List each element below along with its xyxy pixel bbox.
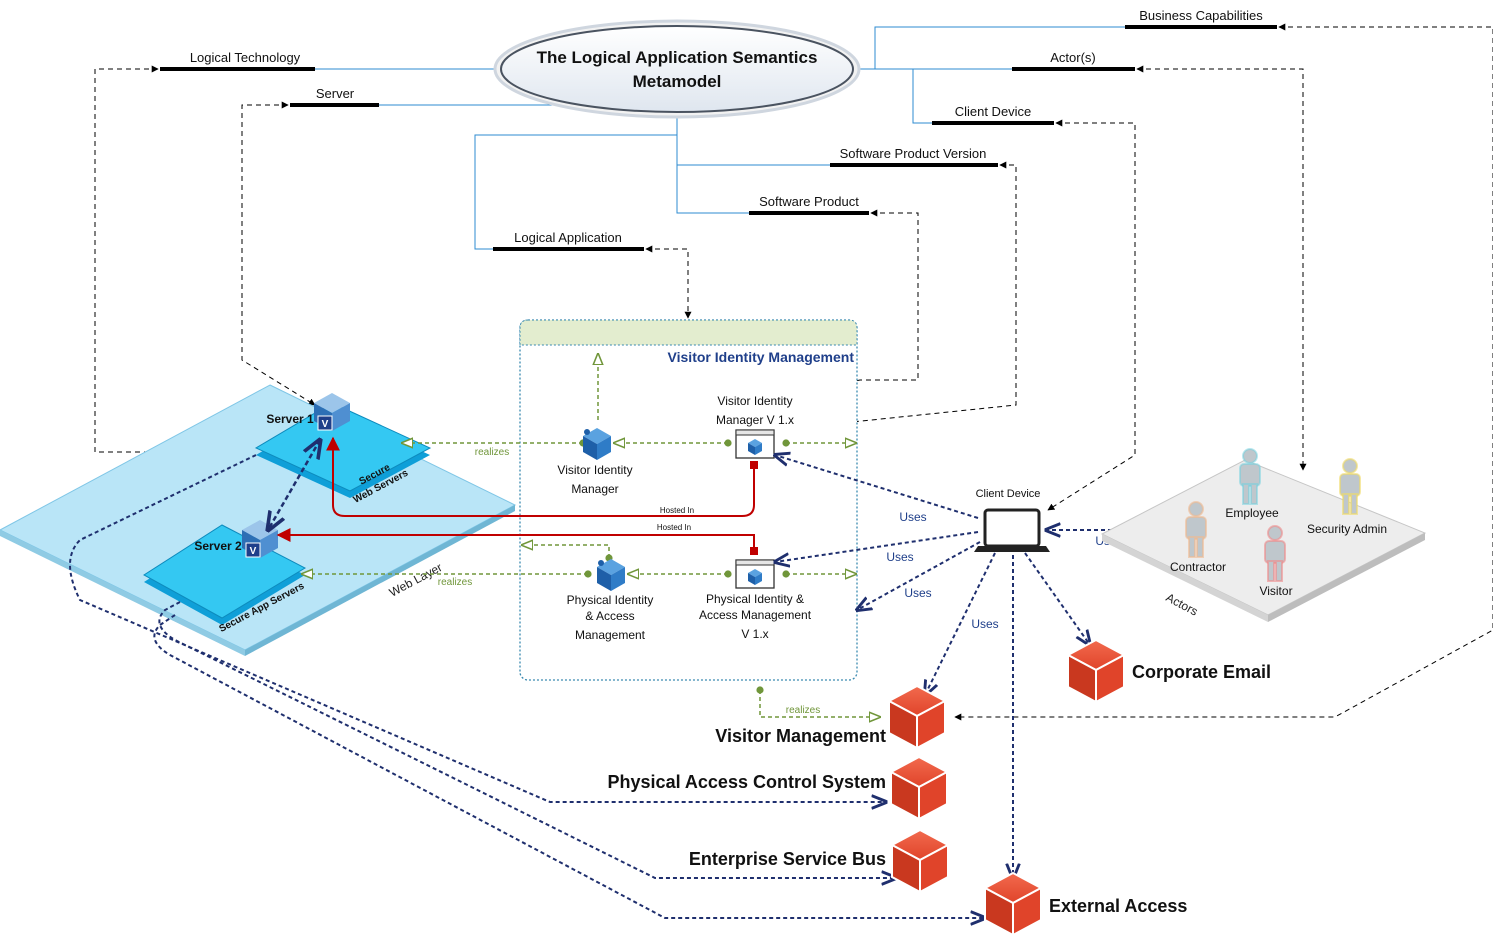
uses-label-2: Uses — [886, 550, 913, 564]
uses-label-1: Uses — [899, 510, 926, 524]
hosted-in-source-1 — [750, 461, 758, 469]
title-line-1: The Logical Application Semantics — [537, 48, 818, 67]
piamv-label-3: V 1.x — [741, 627, 768, 641]
contractor-label: Contractor — [1170, 560, 1226, 574]
piam-label-3: Management — [575, 628, 646, 642]
v-badge-1: V — [322, 419, 329, 430]
business-capabilities-label: Business Capabilities — [1139, 8, 1263, 23]
server-2-label: Server 2 — [194, 539, 242, 553]
logical-technology-label: Logical Technology — [190, 50, 301, 65]
physical-access-label: Physical Access Control System — [608, 772, 886, 792]
realizes-label-3: realizes — [786, 705, 820, 716]
vim-label-2: Manager — [571, 482, 618, 496]
piam-label-2: & Access — [585, 609, 634, 623]
server-1-icon: V — [314, 393, 350, 431]
security-admin-actor[interactable] — [1339, 458, 1361, 515]
logical-application-label: Logical Application — [514, 230, 622, 245]
hosted-in-label-2: Hosted In — [657, 523, 691, 532]
metamodel-title: The Logical Application Semantics Metamo… — [493, 19, 861, 119]
employee-actor[interactable] — [1239, 448, 1261, 505]
external-access-label: External Access — [1049, 896, 1187, 916]
server-link — [268, 440, 320, 530]
vim-label-1: Visitor Identity — [557, 463, 632, 477]
piamv-label-2: Access Management — [699, 608, 812, 622]
title-line-2: Metamodel — [633, 72, 722, 91]
security-admin-label: Security Admin — [1307, 522, 1387, 536]
actors-term-label: Actor(s) — [1050, 50, 1096, 65]
actors-group-label: Actors — [1164, 590, 1201, 618]
visitor-management-label: Visitor Management — [715, 726, 886, 746]
physical-access-cube-icon[interactable] — [888, 755, 950, 821]
visitor-identity-manager-v1-window[interactable] — [735, 429, 775, 459]
vimv-label-1: Visitor Identity — [717, 394, 792, 408]
realizes-label-2: realizes — [438, 577, 472, 588]
visitor-management-cube-icon[interactable] — [886, 684, 948, 750]
piam-label-1: Physical Identity — [567, 593, 654, 607]
realizes-label-1: realizes — [475, 447, 509, 458]
realization-links — [302, 354, 880, 717]
uses-label-3: Uses — [904, 586, 931, 600]
corporate-email-label: Corporate Email — [1132, 662, 1271, 682]
server-term-label: Server — [316, 86, 355, 101]
v-badge-2: V — [250, 546, 257, 557]
client-device-label: Client Device — [976, 488, 1041, 500]
hosted-in-label-1: Hosted In — [660, 506, 694, 515]
corporate-email-cube-icon[interactable] — [1065, 638, 1127, 704]
software-product-label: Software Product — [759, 194, 859, 209]
server-capability-links — [69, 454, 985, 918]
server-1-label: Server 1 — [266, 412, 314, 426]
employee-label: Employee — [1225, 506, 1279, 520]
software-product-version-label: Software Product Version — [840, 146, 987, 161]
vimv-label-2: Manager V 1.x — [716, 413, 794, 427]
esb-cube-icon[interactable] — [889, 828, 951, 894]
hosted-in-source-2 — [750, 547, 758, 555]
client-device-term-label: Client Device — [955, 104, 1032, 119]
mapping-arrows — [94, 23, 1493, 721]
external-access-cube-icon[interactable] — [982, 871, 1044, 937]
physical-identity-access-component[interactable] — [597, 559, 625, 591]
hosted-in-links — [276, 436, 755, 550]
server-1-node[interactable]: Server 1 Secure Web Servers — [254, 402, 432, 506]
client-device-laptop[interactable] — [974, 508, 1050, 552]
esb-label: Enterprise Service Bus — [689, 849, 886, 869]
visitor-identity-manager-component[interactable] — [583, 428, 611, 460]
visitor-actor[interactable] — [1264, 525, 1286, 582]
physical-identity-access-v1-window[interactable] — [735, 559, 775, 589]
visitor-identity-management-box: Visitor Identity Management — [519, 319, 858, 681]
uses-links — [775, 455, 1140, 878]
visitor-label: Visitor — [1259, 584, 1292, 598]
piamv-label-1: Physical Identity & — [706, 592, 804, 606]
contractor-actor[interactable] — [1185, 501, 1207, 558]
app-box-title: Visitor Identity Management — [668, 349, 855, 365]
uses-label-4: Uses — [971, 617, 998, 631]
